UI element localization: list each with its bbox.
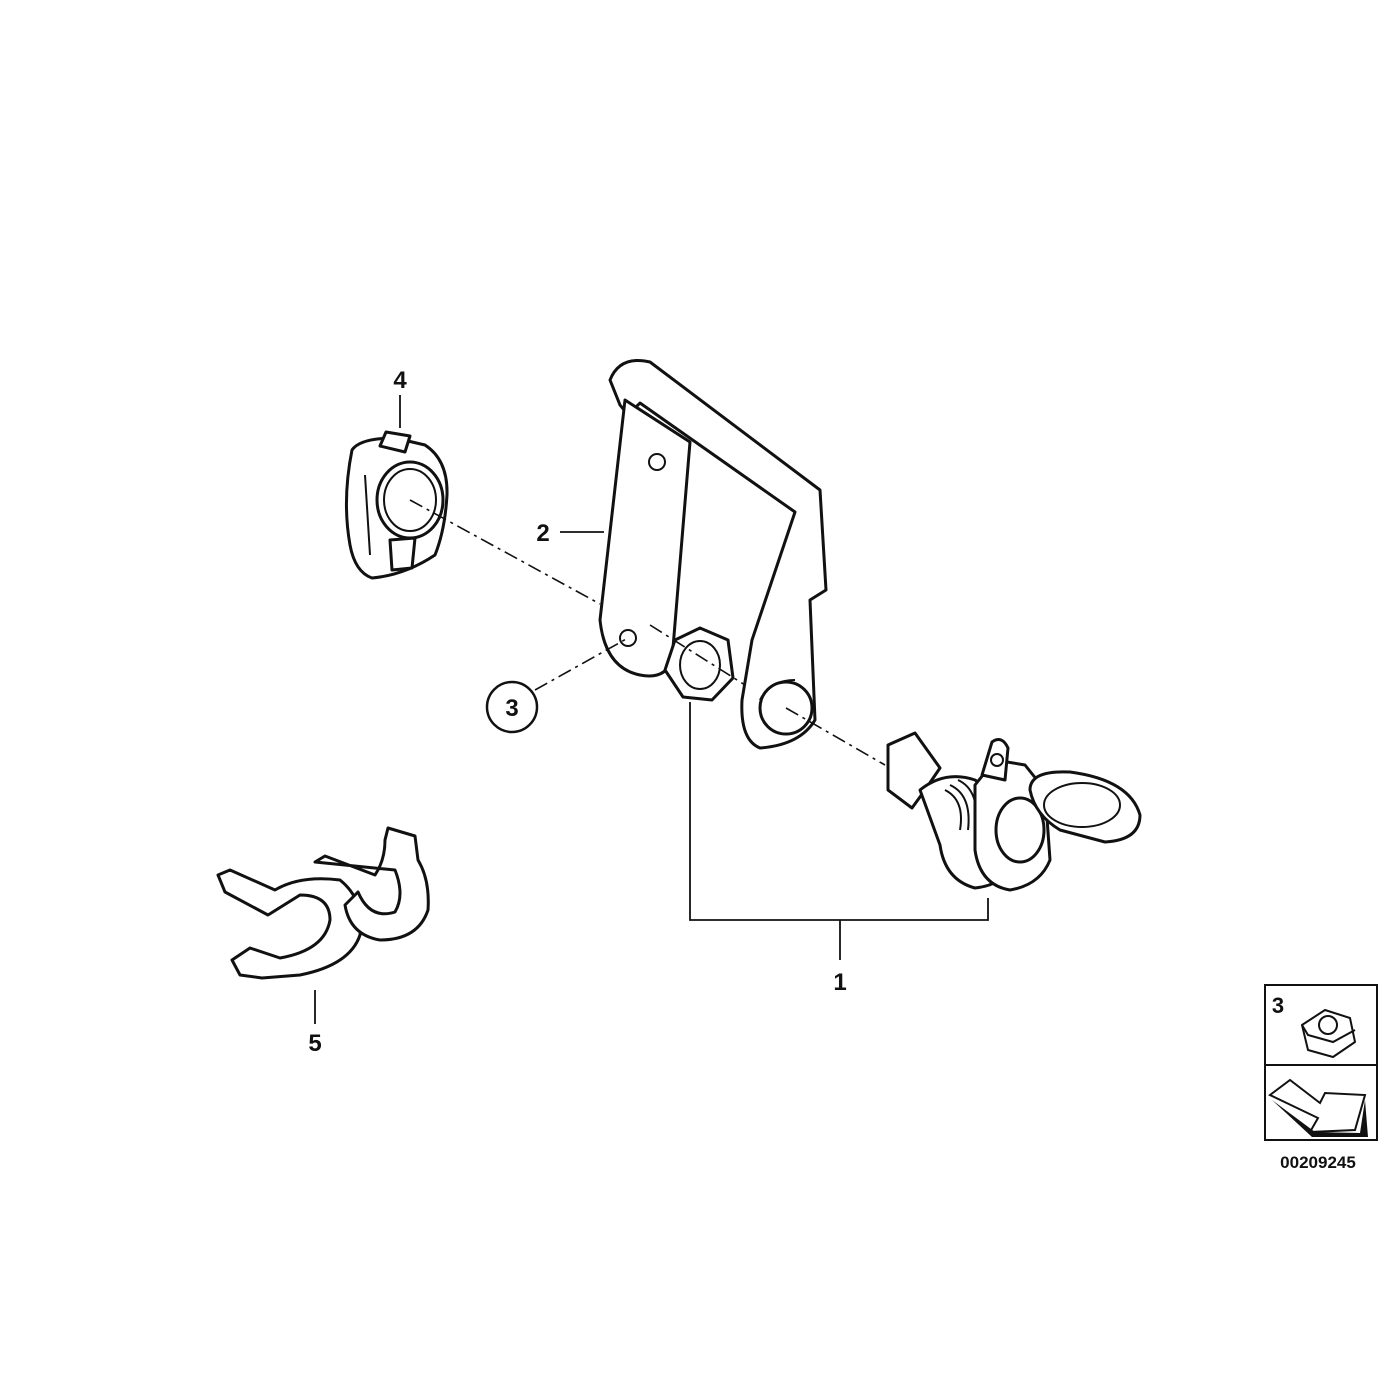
callout-3: 3 <box>505 695 518 722</box>
assembly-line-3 <box>534 637 629 691</box>
callout-2: 2 <box>536 520 549 547</box>
assembly-line-1 <box>785 707 886 766</box>
hex-nut-icon <box>1301 1009 1356 1058</box>
callout-1: 1 <box>833 969 846 996</box>
callout-3-circle <box>485 680 539 734</box>
diagram-id: 00209245 <box>1280 1153 1356 1172</box>
legend-box: 3 <box>1264 984 1378 1141</box>
part-5-clips <box>216 826 430 980</box>
arrow-icon <box>1268 1078 1368 1137</box>
legend-nut-number: 3 <box>1272 993 1284 1018</box>
assembly-line-4 <box>409 499 601 605</box>
assembly-line-nut <box>649 624 746 686</box>
hex-nut <box>663 626 735 702</box>
callout-4: 4 <box>393 367 407 394</box>
part-1-socket <box>886 731 1142 892</box>
callout-5: 5 <box>308 1030 321 1057</box>
leader-1 <box>689 702 989 921</box>
part-4-cap <box>344 430 449 580</box>
